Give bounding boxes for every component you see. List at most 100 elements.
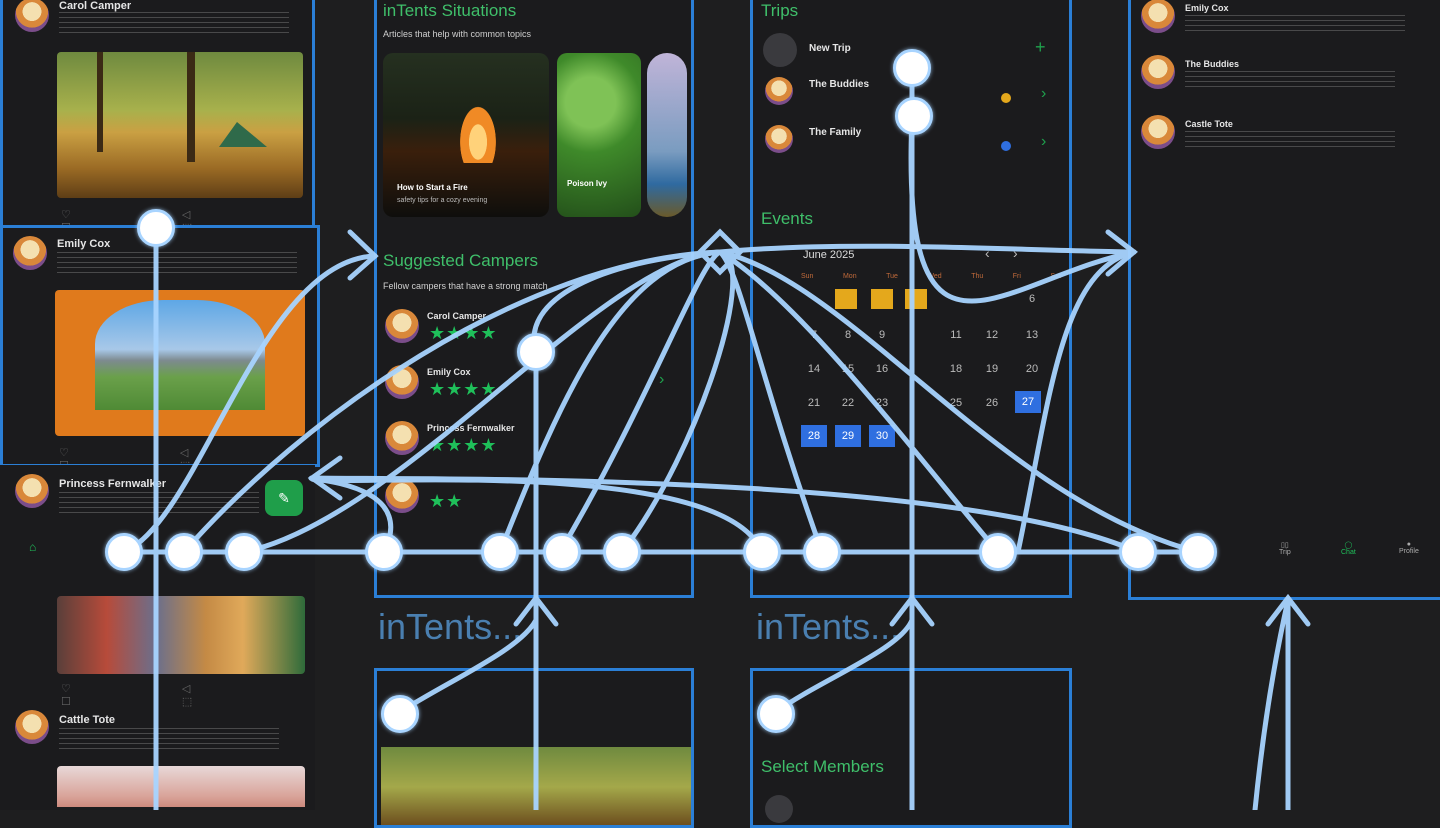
connection-node[interactable] <box>225 533 263 571</box>
post-actions[interactable]: ♡ ◁ ☐ ⬚ <box>59 447 245 467</box>
post-author[interactable]: Cattle Tote <box>59 714 116 726</box>
calendar-day[interactable]: 18 <box>949 363 963 375</box>
avatar[interactable] <box>1141 0 1175 33</box>
hero-image-forest[interactable] <box>381 747 691 825</box>
compose-button[interactable]: ✎ <box>265 480 303 516</box>
connection-node[interactable] <box>543 533 581 571</box>
calendar-day[interactable]: 22 <box>841 397 855 409</box>
trip-avatar[interactable] <box>765 125 793 153</box>
calendar-day-selected[interactable]: 29 <box>835 425 861 447</box>
connection-node[interactable] <box>365 533 403 571</box>
section-title: Suggested Campers <box>383 251 538 270</box>
status-dot <box>1001 93 1011 103</box>
connection-node[interactable] <box>603 533 641 571</box>
calendar-day[interactable]: 25 <box>949 397 963 409</box>
calendar-day[interactable]: 7 <box>810 329 818 341</box>
trip-name[interactable]: The Buddies <box>809 79 870 90</box>
post-image-dog[interactable] <box>57 596 305 674</box>
member-avatar[interactable] <box>765 795 793 823</box>
avatar[interactable] <box>15 710 49 744</box>
card-title: How to Start a Fire <box>397 183 468 192</box>
connection-node[interactable] <box>381 695 419 733</box>
connection-node[interactable] <box>895 97 933 135</box>
connection-node[interactable] <box>165 533 203 571</box>
arrowhead <box>347 229 379 281</box>
chevron-right-icon[interactable]: › <box>659 371 665 388</box>
calendar-day[interactable]: 21 <box>807 397 821 409</box>
post-image-forest[interactable] <box>57 52 303 198</box>
connection-node[interactable] <box>979 533 1017 571</box>
prev-month-icon[interactable]: ‹ <box>985 245 990 261</box>
connection-node[interactable] <box>893 49 931 87</box>
next-month-icon[interactable]: › <box>1013 245 1018 261</box>
calendar-day[interactable]: 16 <box>875 363 889 375</box>
nav-chat[interactable]: ◯Chat <box>1341 542 1356 556</box>
calendar-day[interactable]: 23 <box>875 397 889 409</box>
trip-name[interactable]: The Family <box>809 127 862 138</box>
calendar-day[interactable]: 12 <box>985 329 999 341</box>
new-trip-label[interactable]: New Trip <box>809 43 851 54</box>
post-actions[interactable]: ♡ ◁ ☐ ⬚ <box>61 683 247 708</box>
page-title: inTents Situations <box>383 1 517 20</box>
camper-name[interactable]: Carol Camper <box>427 311 487 321</box>
chat-preview <box>1185 15 1405 35</box>
highlight-dates <box>835 289 857 309</box>
article-card-ivy[interactable]: Poison Ivy <box>557 53 641 217</box>
trip-avatar[interactable] <box>765 77 793 105</box>
chat-name[interactable]: Castle Tote <box>1185 119 1233 129</box>
chat-name[interactable]: Emily Cox <box>1185 3 1229 13</box>
connection-node[interactable] <box>105 533 143 571</box>
connection-node[interactable] <box>757 695 795 733</box>
connection-node[interactable] <box>481 533 519 571</box>
connection-node[interactable] <box>517 333 555 371</box>
calendar-day-selected[interactable]: 28 <box>801 425 827 447</box>
connection-node[interactable] <box>1119 533 1157 571</box>
chevron-right-icon[interactable]: › <box>659 483 665 500</box>
camper-name[interactable]: Emily Cox <box>427 367 471 377</box>
post-author[interactable]: Emily Cox <box>57 238 111 250</box>
avatar[interactable] <box>385 309 419 343</box>
avatar[interactable] <box>385 479 419 513</box>
bottom-screen-1 <box>374 668 694 828</box>
calendar-day[interactable]: 11 <box>950 329 962 341</box>
calendar-day[interactable]: 6 <box>1028 293 1036 305</box>
chevron-right-icon[interactable]: › <box>1041 85 1047 102</box>
avatar[interactable] <box>15 0 49 32</box>
avatar[interactable] <box>1141 55 1175 89</box>
article-card-partial[interactable] <box>647 53 687 217</box>
calendar-day-selected[interactable]: 27 <box>1015 391 1041 413</box>
chat-name[interactable]: The Buddies <box>1185 59 1240 69</box>
calendar-day[interactable]: 20 <box>1025 363 1039 375</box>
calendar-day[interactable]: 9 <box>878 329 886 341</box>
post-image-sunset[interactable] <box>57 766 305 807</box>
calendar-day[interactable]: 15 <box>841 363 855 375</box>
home-icon[interactable]: ⌂ <box>29 540 37 554</box>
new-trip-icon[interactable] <box>763 33 797 67</box>
avatar[interactable] <box>13 236 47 270</box>
post-author[interactable]: Carol Camper <box>59 0 132 12</box>
nav-profile[interactable]: ●Profile <box>1399 541 1419 555</box>
nav-trip[interactable]: ▯▯Trip <box>1279 542 1291 556</box>
post-author[interactable]: Princess Fernwalker <box>59 478 167 490</box>
calendar-day[interactable]: 8 <box>844 329 852 341</box>
calendar-day[interactable]: 14 <box>807 363 821 375</box>
camper-name[interactable]: Princess Fernwalker <box>427 423 515 433</box>
calendar-day[interactable]: 26 <box>985 397 999 409</box>
calendar-day[interactable]: 19 <box>985 363 999 375</box>
add-icon[interactable]: + <box>1035 37 1046 57</box>
connection-node[interactable] <box>743 533 781 571</box>
calendar-day[interactable]: 13 <box>1025 329 1039 341</box>
avatar[interactable] <box>15 474 49 508</box>
connection-node[interactable] <box>803 533 841 571</box>
post-image-tent[interactable] <box>55 290 305 436</box>
avatar[interactable] <box>1141 115 1175 149</box>
trips-screen: Trips New Trip + The Buddies › The Famil… <box>750 0 1072 598</box>
connection-node[interactable] <box>1179 533 1217 571</box>
avatar[interactable] <box>385 421 419 455</box>
chevron-right-icon[interactable]: › <box>1041 133 1047 150</box>
article-card-fire[interactable]: How to Start a Fire safety tips for a co… <box>383 53 549 217</box>
avatar[interactable] <box>385 365 419 399</box>
connection-node[interactable] <box>137 209 175 247</box>
calendar-day-selected[interactable]: 30 <box>869 425 895 447</box>
